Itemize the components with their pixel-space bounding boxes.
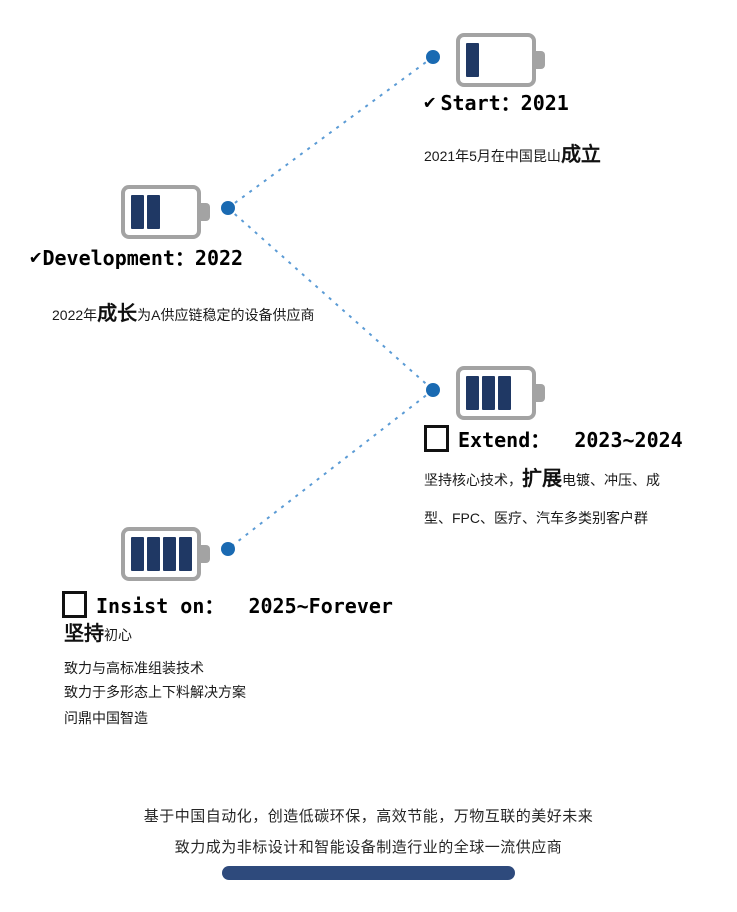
node-dot-extend — [426, 383, 440, 397]
milestone-title: Extend： 2023~2024 — [458, 428, 683, 452]
milestone-desc-development: 2022年成长为A供应链稳定的设备供应商 — [52, 302, 315, 327]
battery-cells — [131, 195, 160, 229]
checkbox-empty-icon — [62, 591, 87, 618]
node-dot-insist — [221, 542, 235, 556]
desc-text: 初心 — [104, 627, 132, 643]
desc-emphasis: 坚持 — [64, 623, 104, 645]
milestone-label-start: Start：2021 — [424, 87, 569, 116]
detail-line: 问鼎中国智造 — [64, 710, 148, 726]
node-dot-development — [221, 201, 235, 215]
check-icon — [30, 246, 41, 268]
battery-icon-2-bars — [121, 185, 210, 239]
footer-slogan-line2: 致力成为非标设计和智能设备制造行业的全球一流供应商 — [174, 839, 563, 856]
checkbox-empty-icon — [424, 425, 449, 452]
milestone-label-insist: Insist on： 2025~Forever — [62, 590, 393, 619]
desc-text: 坚持核心技术， — [424, 472, 522, 488]
battery-terminal — [536, 51, 545, 69]
milestone-title: Start：2021 — [440, 91, 569, 115]
desc-text: 2022年 — [52, 307, 98, 323]
battery-icon-3-bars — [456, 366, 545, 420]
desc-emphasis: 扩展 — [522, 468, 562, 490]
battery-cells — [131, 537, 192, 571]
battery-terminal — [201, 203, 210, 221]
milestone-desc-extend: 坚持核心技术，扩展电镀、冲压、成型、FPC、医疗、汽车多类别客户群 — [424, 460, 674, 537]
detail-line: 致力与高标准组装技术 — [64, 660, 204, 676]
desc-text: 电镀、冲压、成型、FPC、医疗、汽车多类别客户群 — [424, 472, 660, 526]
node-dot-start — [426, 50, 440, 64]
insist-detail-lines: 致力与高标准组装技术 致力于多形态上下料解决方案 问鼎中国智造 — [64, 658, 246, 732]
milestone-desc-insist: 坚持初心 — [64, 622, 132, 647]
battery-icon-4-bars — [121, 527, 210, 581]
battery-icon-1-bar — [456, 33, 545, 87]
milestone-label-extend: Extend： 2023~2024 — [424, 424, 683, 453]
check-icon — [424, 91, 435, 113]
detail-line: 致力于多形态上下料解决方案 — [64, 684, 246, 700]
footer-pill — [222, 866, 515, 880]
footer-slogan-line1: 基于中国自动化，创造低碳环保，高效节能，万物互联的美好未来 — [143, 808, 594, 825]
battery-terminal — [201, 545, 210, 563]
desc-emphasis: 成立 — [560, 144, 601, 166]
milestone-title: Development：2022 — [42, 246, 244, 270]
desc-text: 为A供应链稳定的设备供应商 — [137, 307, 315, 323]
desc-text: 2021年5月在中国昆山 — [424, 148, 561, 164]
milestone-label-development: Development：2022 — [30, 242, 243, 271]
milestone-title: Insist on： 2025~Forever — [96, 594, 393, 618]
battery-cells — [466, 376, 511, 410]
desc-emphasis: 成长 — [97, 303, 138, 325]
battery-cells — [466, 43, 479, 77]
milestone-desc-start: 2021年5月在中国昆山成立 — [424, 143, 601, 168]
battery-terminal — [536, 384, 545, 402]
